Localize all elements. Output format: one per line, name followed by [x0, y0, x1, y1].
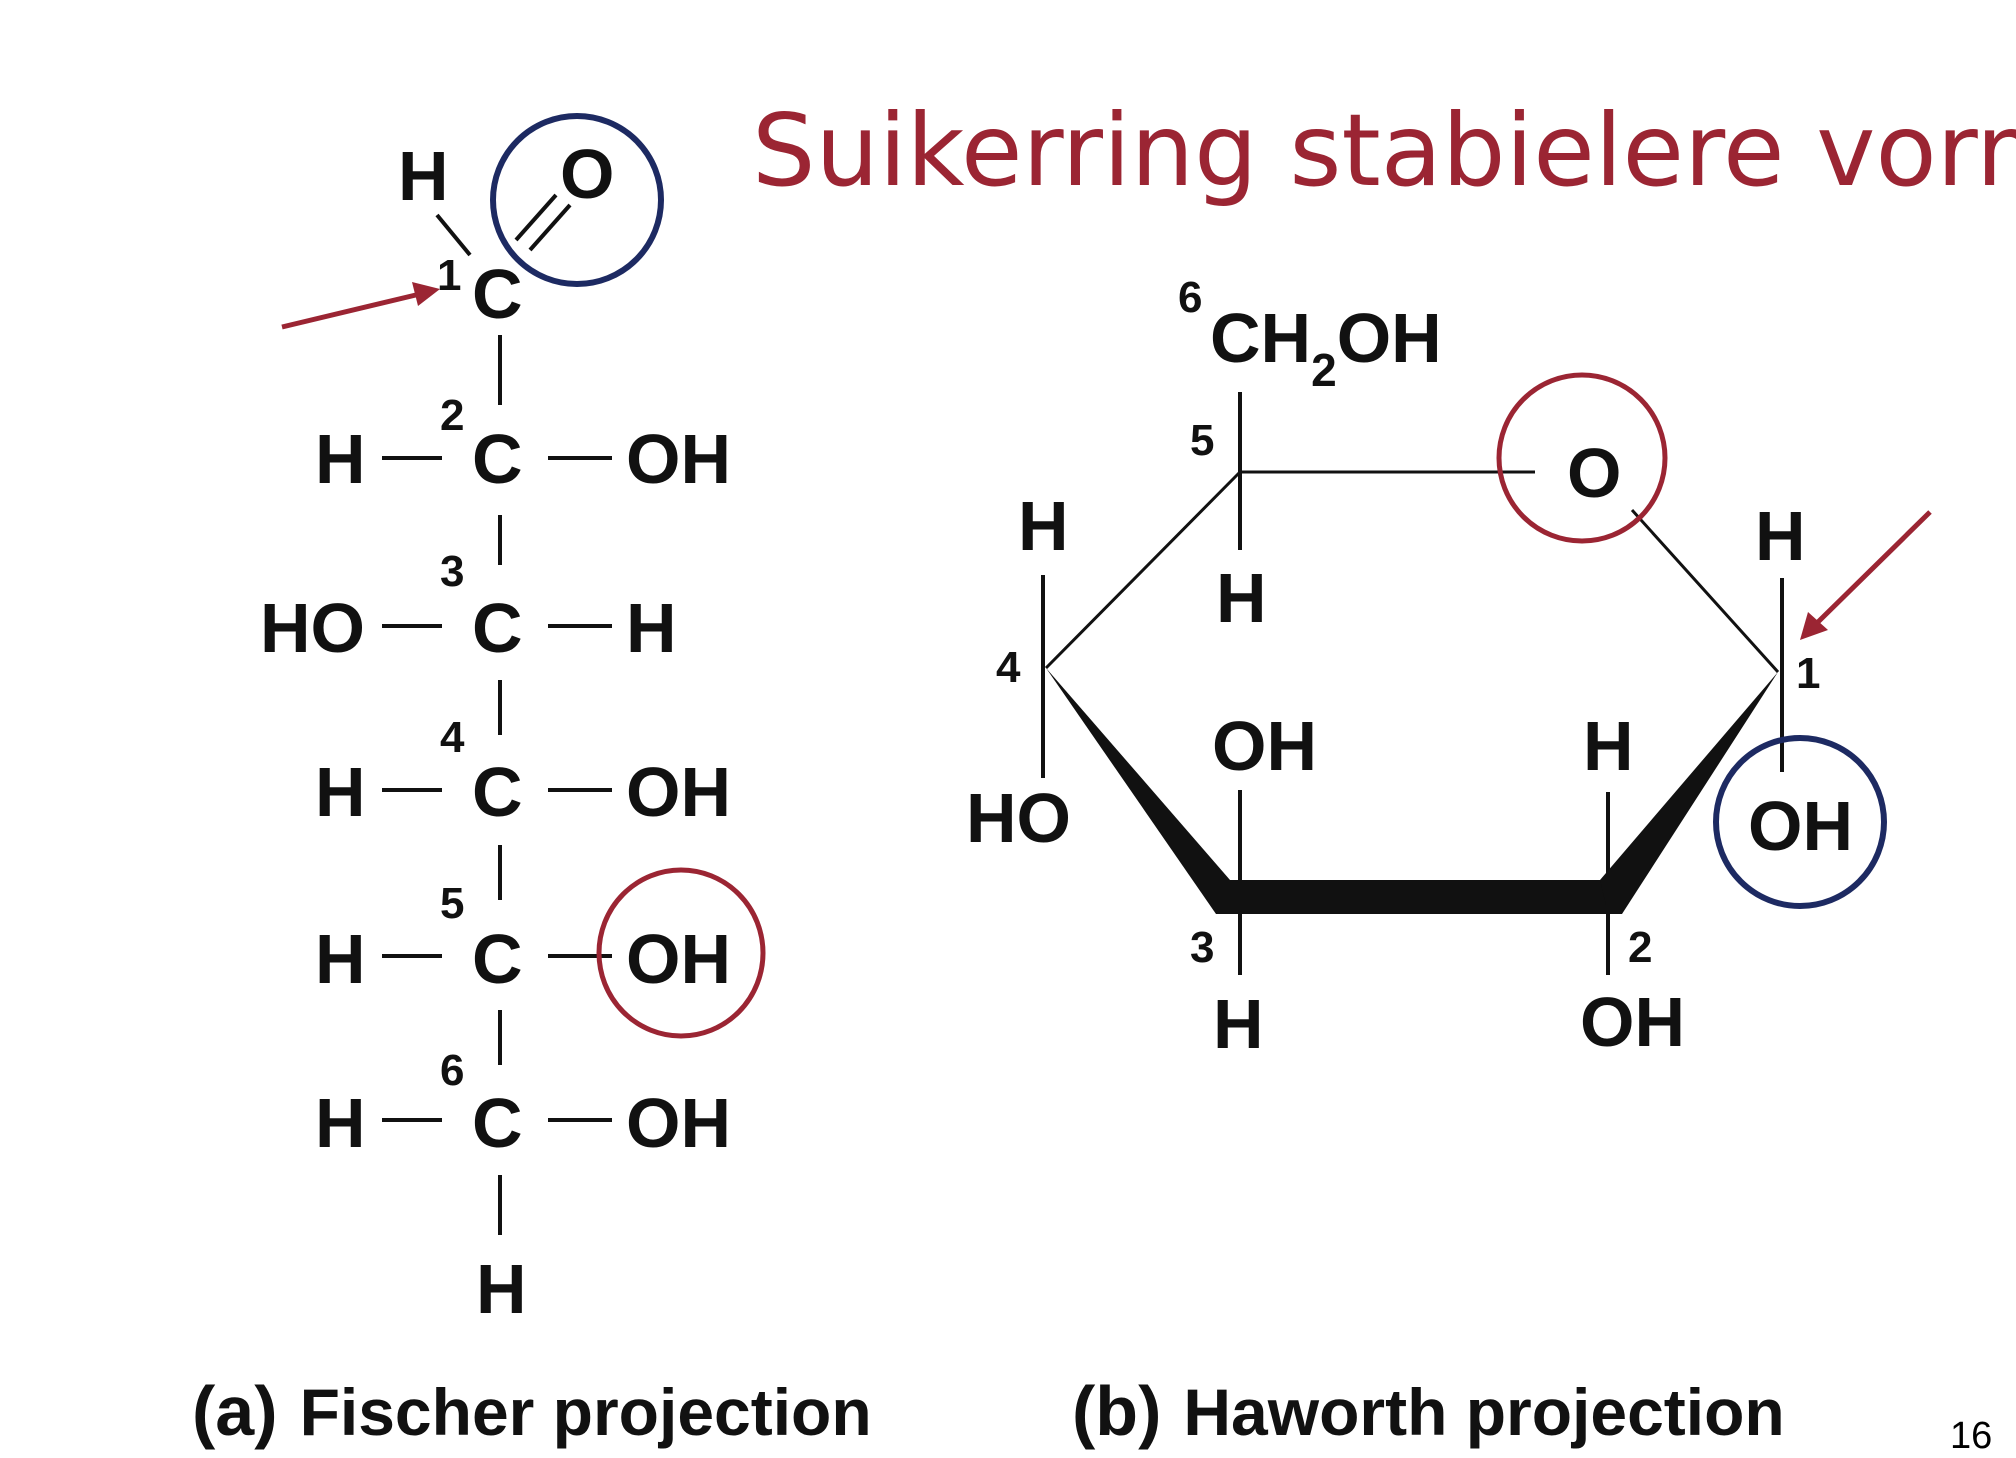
- haworth-c3-h: H: [1213, 985, 1264, 1063]
- fischer-c1-carbon: C: [472, 255, 523, 333]
- page-number: 16: [1950, 1415, 1992, 1457]
- haworth-c2-number: 2: [1628, 923, 1652, 972]
- haworth-c5-h: H: [1216, 559, 1267, 637]
- haworth-c1-arrow-line: [1816, 510, 1932, 624]
- fischer-row-c2: 2 H C OH: [315, 391, 731, 498]
- haworth-ring-o-circle: [1496, 372, 1668, 544]
- haworth-c6-group: CH2OH: [1210, 299, 1442, 396]
- fischer-row-c3: 3 HO C H: [260, 547, 677, 667]
- haworth-c2-h: H: [1583, 707, 1634, 785]
- haworth-c3-oh: OH: [1212, 707, 1317, 785]
- haworth-ring-c5-c4: [1044, 470, 1242, 670]
- haworth-c1-oh: OH: [1748, 787, 1853, 865]
- haworth-c4-h: H: [1018, 487, 1069, 565]
- fischer-c3-number: 3: [440, 547, 464, 596]
- haworth-caption-text: Haworth projection: [1183, 1375, 1784, 1449]
- haworth-c6-subscript: 2: [1311, 344, 1337, 396]
- haworth-ring-c2-c1: [1600, 672, 1778, 914]
- fischer-c5-right: OH: [626, 920, 731, 998]
- haworth-ring-o-c1: [1630, 508, 1780, 674]
- fischer-c2-left: H: [315, 420, 366, 498]
- haworth-c1-arrowhead: [1800, 612, 1828, 640]
- fischer-projection: H O 1 C 2 H C OH 3 HO C: [192, 113, 872, 1450]
- fischer-c5-number: 5: [440, 879, 464, 928]
- haworth-c4-number: 4: [996, 643, 1021, 692]
- fischer-c6-number: 6: [440, 1046, 464, 1095]
- haworth-ring-c4-c3: [1046, 668, 1230, 914]
- fischer-double-bond-b: [514, 193, 558, 242]
- haworth-caption: (b) Haworth projection: [1072, 1372, 1785, 1450]
- haworth-c5-number: 5: [1190, 416, 1214, 465]
- fischer-c2-carbon: C: [472, 420, 523, 498]
- fischer-c3-left: HO: [260, 589, 365, 667]
- fischer-c1-arrowhead: [412, 282, 440, 306]
- fischer-carbonyl-circle: [490, 113, 664, 287]
- fischer-bottom-h: H: [476, 1250, 527, 1328]
- fischer-c6-right: OH: [626, 1084, 731, 1162]
- fischer-caption: (a) Fischer projection: [192, 1372, 872, 1450]
- haworth-c6-ch: CH: [1210, 299, 1311, 377]
- fischer-c3-right: H: [626, 589, 677, 667]
- fischer-row-c4: 4 H C OH: [315, 713, 731, 831]
- fischer-c5-carbon: C: [472, 920, 523, 998]
- haworth-c1-number: 1: [1796, 649, 1820, 698]
- fischer-c4-number: 4: [440, 713, 465, 762]
- fischer-caption-letter: (a): [192, 1372, 278, 1450]
- haworth-c2-oh: OH: [1580, 983, 1685, 1061]
- haworth-c1-oh-circle: [1713, 735, 1887, 909]
- fischer-c1-arrow-line: [281, 291, 421, 330]
- haworth-ring-c3-c2: [1230, 880, 1608, 914]
- fischer-c5-oh-circle: [596, 867, 766, 1039]
- fischer-caption-text: Fischer projection: [300, 1375, 872, 1449]
- haworth-c1-h: H: [1755, 497, 1806, 575]
- fischer-c2-number: 2: [440, 391, 464, 440]
- haworth-c6-oh: OH: [1337, 299, 1442, 377]
- fischer-c4-carbon: C: [472, 753, 523, 831]
- fischer-row-c5: 5 H C OH: [315, 867, 766, 1039]
- haworth-projection: 6 CH2OH O 5 H H 4 HO OH 3 H H 2 OH H: [966, 273, 1932, 1450]
- haworth-c6-number: 6: [1178, 273, 1202, 322]
- fischer-c1-number: 1: [437, 251, 461, 300]
- fischer-top-h: H: [398, 137, 449, 215]
- fischer-row-c6: 6 H C OH: [315, 1046, 731, 1162]
- haworth-c3-number: 3: [1190, 923, 1214, 972]
- fischer-double-bond-a: [528, 203, 572, 252]
- fischer-c3-carbon: C: [472, 589, 523, 667]
- haworth-c4-ho: HO: [966, 779, 1071, 857]
- fischer-c6-left: H: [315, 1084, 366, 1162]
- slide-title: Suikerring stabielere vorm: [752, 92, 2016, 209]
- fischer-c6-carbon: C: [472, 1084, 523, 1162]
- fischer-top-o: O: [560, 135, 614, 213]
- fischer-c4-right: OH: [626, 753, 731, 831]
- fischer-c4-left: H: [315, 753, 366, 831]
- fischer-c5-left: H: [315, 920, 366, 998]
- haworth-ring-o: O: [1567, 434, 1621, 512]
- fischer-c2-right: OH: [626, 420, 731, 498]
- fischer-c1-h-bond: [435, 213, 472, 257]
- haworth-caption-letter: (b): [1072, 1372, 1161, 1450]
